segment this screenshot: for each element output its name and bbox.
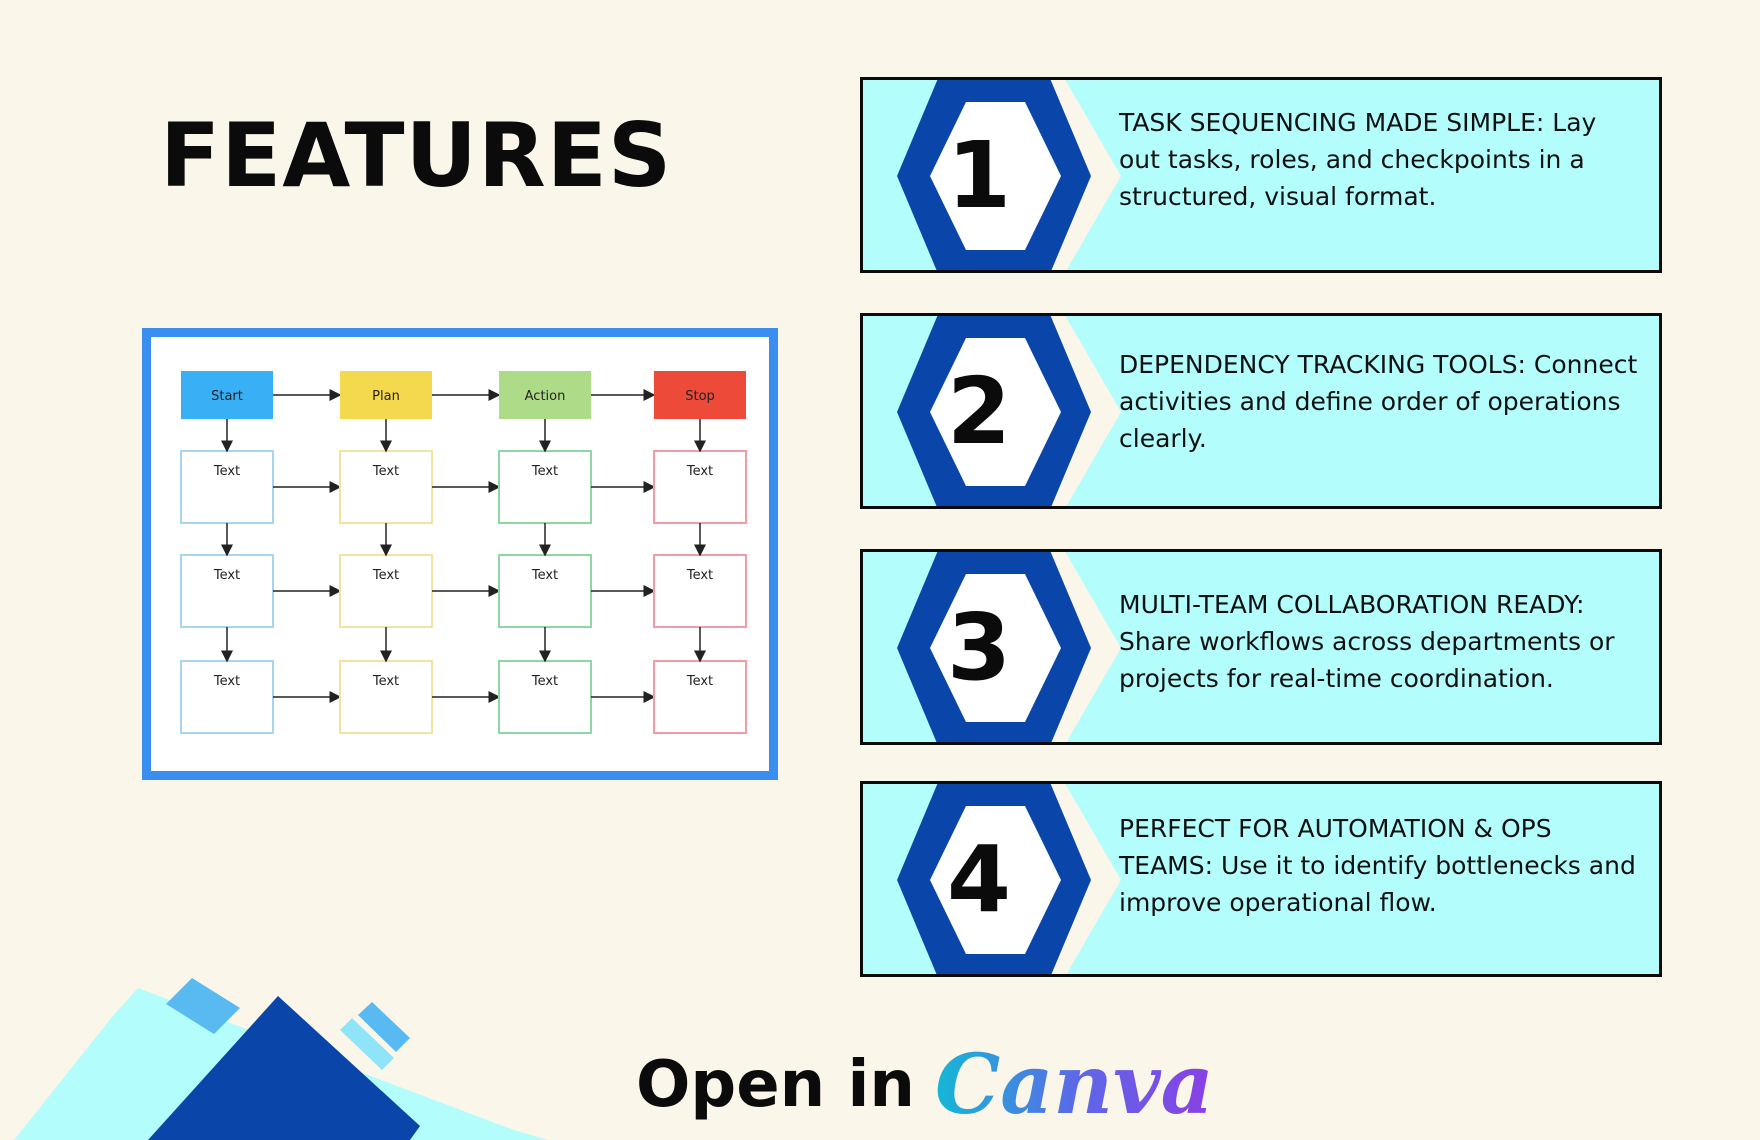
step-box [653,554,747,628]
step-box [339,554,433,628]
step-label: Text [372,464,399,479]
feature-number: 1 [946,121,1011,229]
step-box [180,660,274,734]
feature-description: MULTI-TEAM COLLABORATION READY: Share wo… [1119,590,1615,693]
step-box [498,450,592,524]
feature-number: 4 [946,825,1011,933]
step-label: Text [531,674,558,689]
stage-label: Action [525,389,566,404]
stage-box-action [499,371,591,419]
feature-number: 2 [946,357,1011,465]
hexagon-icon [897,552,1121,742]
hexagon-icon [897,316,1121,506]
step-box [339,450,433,524]
feature-card-4: 4 PERFECT FOR AUTOMATION & OPS TEAMS: Us… [860,781,1662,977]
feature-description: DEPENDENCY TRACKING TOOLS: Connect activ… [1119,350,1638,453]
step-box [339,660,433,734]
page-title: FEATURES [160,104,673,207]
feature-card-1: 1 TASK SEQUENCING MADE SIMPLE: Lay out t… [860,77,1662,273]
step-box [498,554,592,628]
feature-card-2: 2 DEPENDENCY TRACKING TOOLS: Connect act… [860,313,1662,509]
open-in-canva-link[interactable]: Open in Canva [636,1030,1214,1140]
stage-label: Plan [372,389,400,404]
step-box [653,660,747,734]
stage-label: Stop [685,389,715,404]
stage-box-stop [654,371,746,419]
step-label: Text [686,568,713,583]
canva-logo: Canva [934,1037,1214,1133]
step-label: Text [531,568,558,583]
step-label: Text [686,674,713,689]
step-box [653,450,747,524]
step-label: Text [213,674,240,689]
step-label: Text [531,464,558,479]
feature-description: PERFECT FOR AUTOMATION & OPS TEAMS: Use … [1119,814,1636,917]
stage-box-start [181,371,273,419]
feature-description: TASK SEQUENCING MADE SIMPLE: Lay out tas… [1119,108,1597,211]
stage-box-plan [340,371,432,419]
feature-number: 3 [946,593,1011,701]
hexagon-icon [897,784,1121,974]
step-label: Text [213,464,240,479]
step-box [180,554,274,628]
hexagon-icon [897,80,1121,270]
flowchart-diagram: StartTextTextTextPlanTextTextTextActionT… [180,371,747,734]
step-label: Text [372,568,399,583]
feature-card-3: 3 MULTI-TEAM COLLABORATION READY: Share … [860,549,1662,745]
step-box [498,660,592,734]
stage-label: Start [211,389,243,404]
step-label: Text [213,568,240,583]
step-box [180,450,274,524]
mountain-decoration [0,978,548,1140]
cta-label: Open in [636,1048,915,1122]
step-label: Text [686,464,713,479]
step-label: Text [372,674,399,689]
